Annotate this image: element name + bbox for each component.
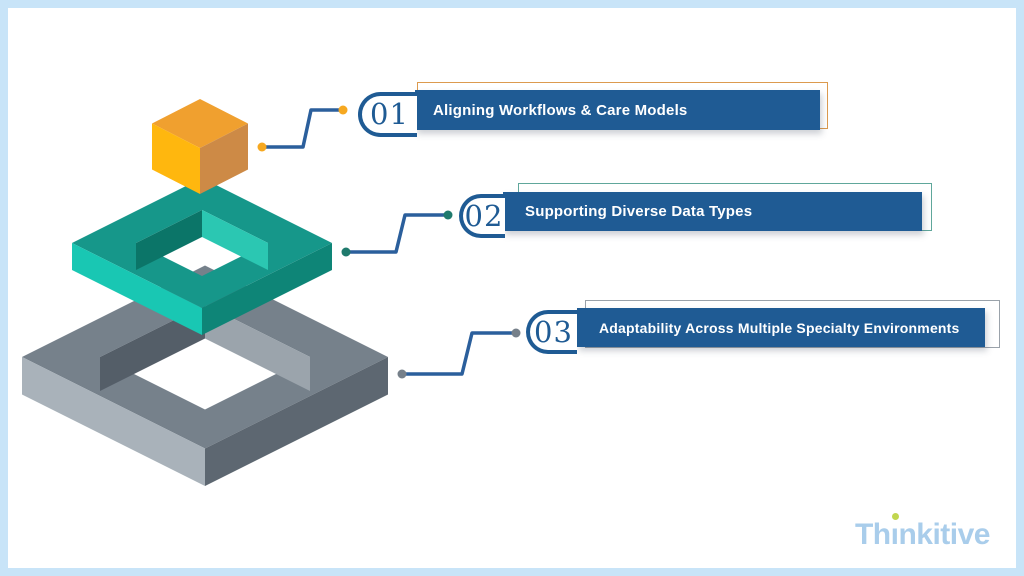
connector-1-dot-end (338, 105, 348, 115)
teal-frame-inner-wall-dark (136, 210, 202, 270)
connector-1-dot-start (257, 142, 267, 152)
connector-3-line (400, 331, 518, 376)
callout-3-bar: Adaptability Across Multiple Specialty E… (577, 308, 985, 347)
orange-cube (152, 99, 248, 194)
callout-3-number-pill: 03 (526, 310, 577, 354)
teal-frame (72, 178, 332, 335)
logo-text-prefix: Th (854, 518, 891, 551)
callout-2-number: 02 (464, 198, 504, 233)
gray-frame-inner-wall-light (205, 304, 310, 391)
connector-1 (257, 105, 348, 152)
callout-3-number: 03 (534, 314, 573, 349)
gray-frame (22, 265, 388, 486)
connector-3-dot-start (397, 369, 407, 379)
callout-1-number-pill: 01 (358, 92, 417, 137)
cube-left-face (152, 123, 200, 194)
connector-2-dot-start (341, 247, 351, 257)
connector-3-dot-end (511, 328, 521, 338)
logo-letter-i: ı (890, 513, 899, 551)
callout-3-label: Adaptability Across Multiple Specialty E… (599, 319, 960, 336)
callout-2-label: Supporting Diverse Data Types (525, 203, 753, 220)
gray-frame-right-face (205, 357, 388, 486)
teal-frame-right-face (202, 243, 332, 335)
connector-2 (341, 210, 453, 257)
connector-2-dot-end (443, 210, 453, 220)
callout-1-label: Aligning Workflows & Care Models (433, 101, 688, 119)
callout-2-bar: Supporting Diverse Data Types (503, 192, 922, 231)
gray-frame-left-face (22, 357, 205, 486)
logo-dotless-i: ı (890, 518, 899, 551)
callout-1-number: 01 (370, 97, 409, 131)
gray-frame-inner-wall-dark (100, 304, 205, 391)
logo-green-dot-icon (891, 513, 899, 520)
cube-right-face (200, 123, 248, 194)
callout-1-bar: Aligning Workflows & Care Models (415, 90, 820, 130)
teal-frame-inner-wall-light (202, 210, 268, 270)
connector-2-line (344, 213, 450, 254)
callout-2-number-pill: 02 (459, 194, 505, 238)
connector-3 (397, 328, 521, 379)
connector-1-line (260, 108, 345, 149)
logo-text-suffix: nkitive (898, 518, 990, 551)
teal-frame-left-face (72, 243, 202, 335)
